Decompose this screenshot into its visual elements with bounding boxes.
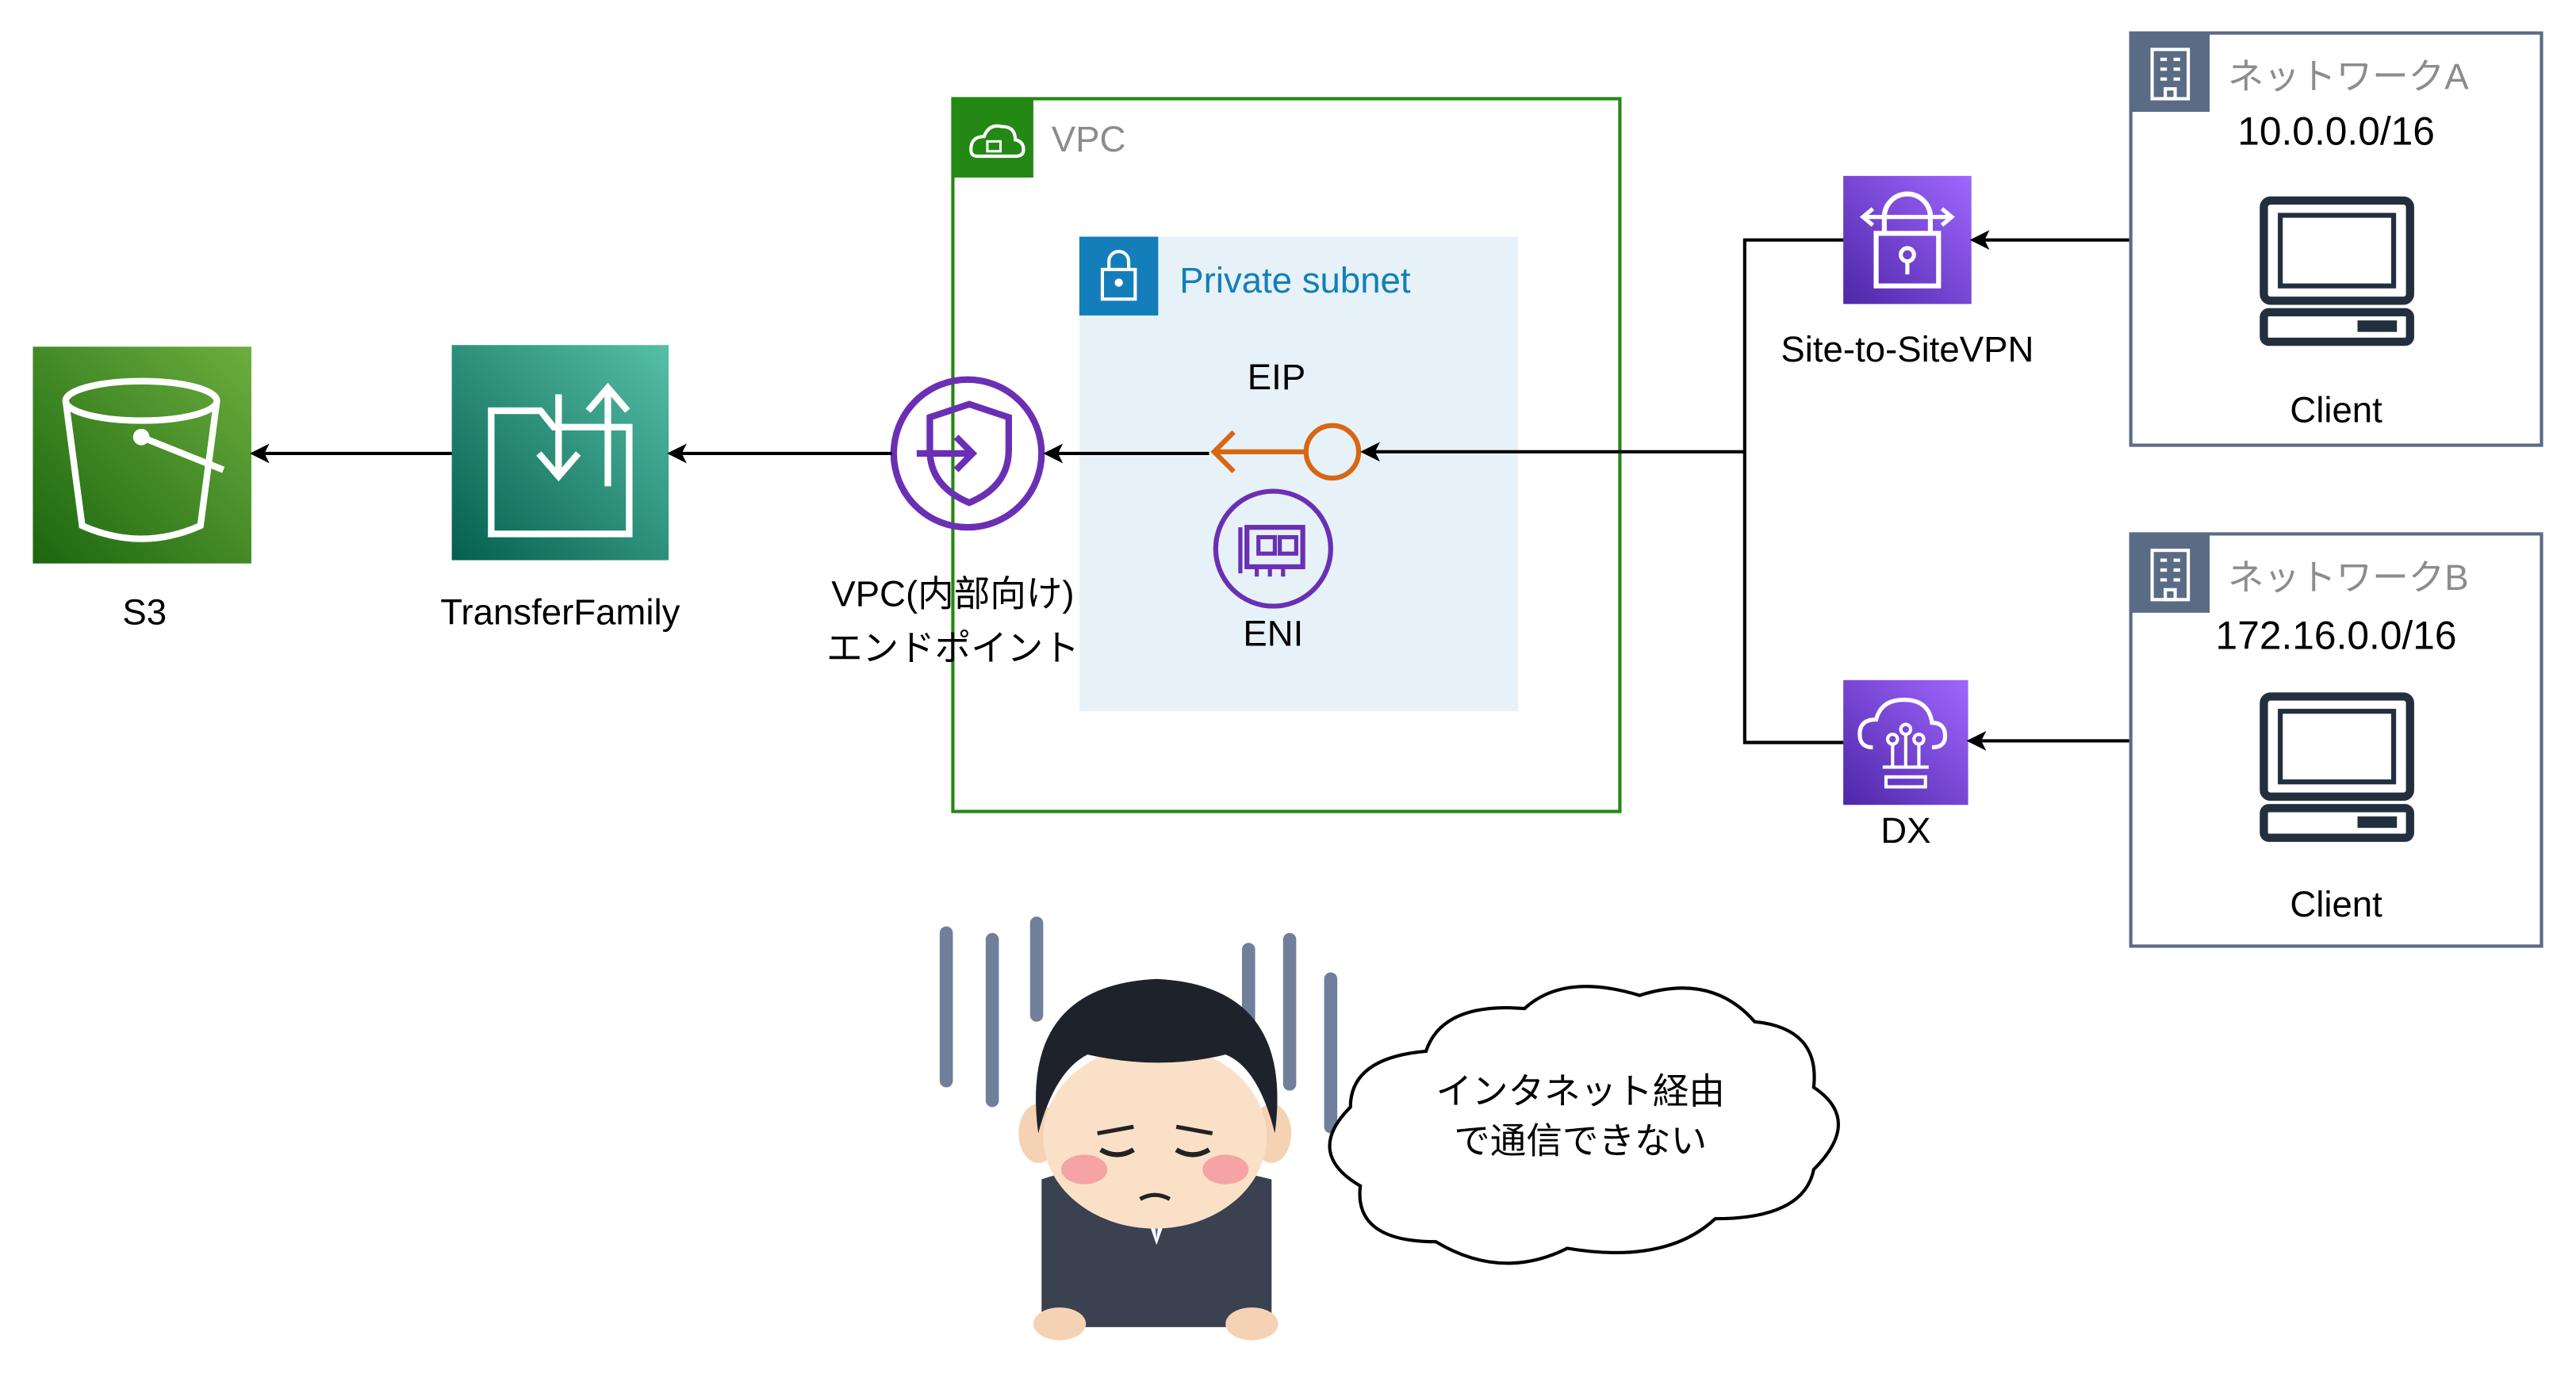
network-a-client-label: Client	[2290, 390, 2382, 431]
cloud-shape	[1328, 985, 1840, 1265]
vpc-cloud-icon	[953, 98, 1033, 178]
s3-node: S3	[33, 346, 251, 632]
direct-connect-label: DX	[1880, 810, 1930, 851]
private-subnet-group: Private subnet	[1079, 236, 1518, 712]
speech-line-1: インタネット経由	[1436, 1071, 1725, 1112]
vpn-icon	[1843, 175, 1972, 304]
connectors	[249, 230, 2129, 751]
network-a-border	[2129, 31, 2543, 447]
direct-connect-node: DX	[1843, 679, 1968, 851]
vpc-endpoint-label-line1: VPC(内部向け)	[831, 574, 1074, 614]
vpc-endpoint-icon	[890, 376, 1045, 531]
network-b-border	[2129, 532, 2543, 948]
despair-person-illustration	[939, 917, 1338, 1341]
network-a-cidr: 10.0.0.0/16	[2237, 109, 2435, 154]
vpc-endpoint-label-line2: エンドポイント	[826, 628, 1079, 668]
network-a-title: ネットワークA	[2228, 56, 2469, 97]
vpc-label: VPC	[1052, 119, 1126, 159]
private-subnet-label: Private subnet	[1179, 260, 1411, 300]
network-b-cidr: 172.16.0.0/16	[2216, 613, 2457, 657]
vpn-label: Site-to-SiteVPN	[1781, 329, 2034, 369]
network-b-group: ネットワークB 172.16.0.0/16 Client	[2129, 532, 2543, 948]
s3-label: S3	[122, 591, 167, 632]
transfer-family-label: TransferFamily	[440, 591, 680, 632]
client-computer-icon	[2260, 692, 2414, 842]
private-subnet-area	[1079, 236, 1518, 712]
client-computer-icon	[2260, 196, 2414, 346]
network-b-title: ネットワークB	[2228, 557, 2469, 598]
site-to-site-vpn-node: Site-to-SiteVPN	[1781, 175, 2034, 369]
eni-label: ENI	[1243, 613, 1303, 653]
eni-node: ENI	[1213, 488, 1333, 653]
speech-line-2: で通信できない	[1454, 1120, 1707, 1161]
vpc-group: VPC	[951, 97, 1622, 813]
speech-bubble: インタネット経由 で通信できない	[1328, 985, 1840, 1265]
vpc-endpoint-node: VPC(内部向け) エンドポイント	[826, 376, 1079, 668]
lock-icon	[1079, 236, 1159, 316]
eni-icon	[1213, 488, 1333, 609]
network-a-group: ネットワークA 10.0.0.0/16 Client	[2129, 31, 2543, 447]
transfer-family-node: TransferFamily	[440, 345, 680, 632]
eip-label: EIP	[1248, 357, 1305, 397]
eip-node: EIP	[1210, 357, 1362, 481]
network-b-client-label: Client	[2290, 884, 2382, 924]
line-vpn-dx-junction	[1742, 238, 1844, 744]
